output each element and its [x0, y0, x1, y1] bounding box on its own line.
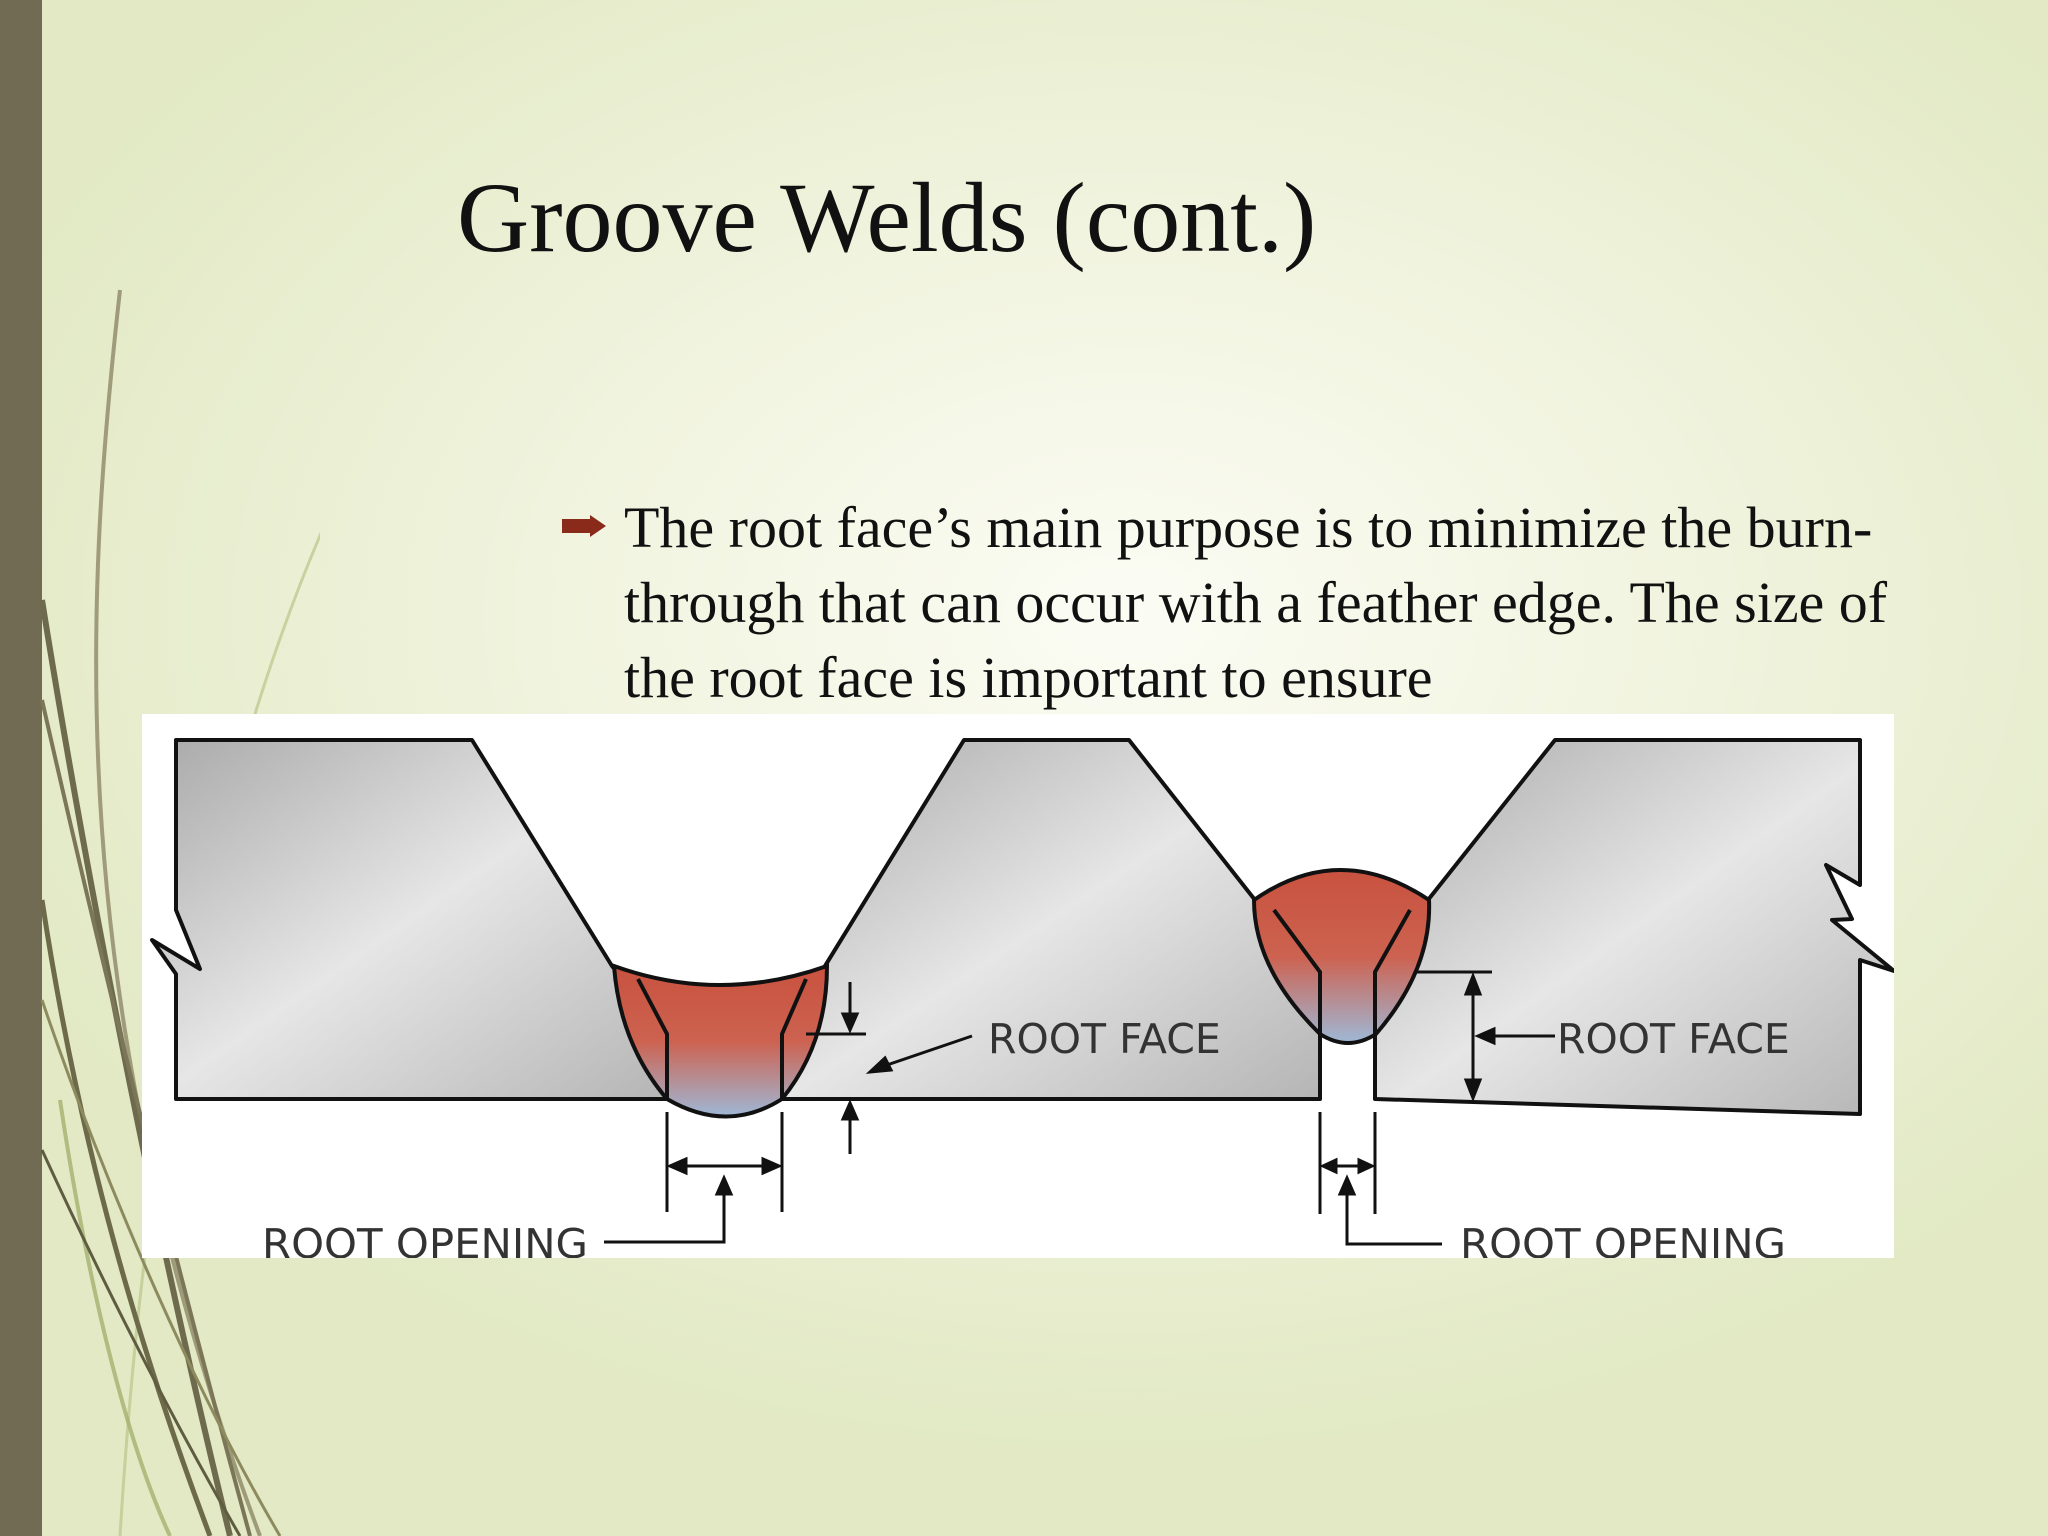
left-root-opening-dimension: [604, 1112, 784, 1244]
left-plate: [150, 738, 669, 1101]
root-face-label-right: ROOT FACE: [1557, 1015, 1790, 1063]
arrow-bullet-icon: [562, 515, 606, 537]
left-accent-bar: [0, 0, 42, 1536]
right-weld-bead: [1251, 868, 1432, 1045]
root-face-label-left: ROOT FACE: [988, 1015, 1221, 1063]
left-root-face-dimension: [806, 982, 973, 1154]
groove-weld-diagram: ROOT FACE ROOT FACE ROOT OPENING ROOT OP…: [142, 714, 1894, 1258]
bullet-text: The root face’s main purpose is to minim…: [624, 495, 1888, 710]
right-root-opening-dimension: [1318, 1112, 1442, 1246]
bullet-item: The root face’s main purpose is to minim…: [560, 490, 1890, 715]
slide-title: Groove Welds (cont.): [457, 162, 1317, 273]
right-root-face-dimension: [1414, 970, 1555, 1103]
root-opening-label-left: ROOT OPENING: [262, 1220, 588, 1258]
root-opening-label-right: ROOT OPENING: [1460, 1220, 1786, 1258]
